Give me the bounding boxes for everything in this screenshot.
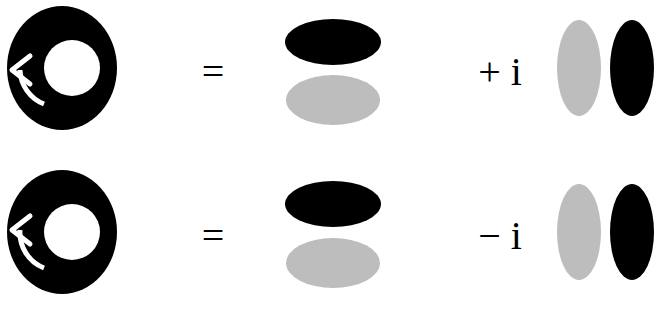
black-lobe: [610, 184, 654, 280]
ring-orbital: [7, 170, 117, 294]
grey-lobe: [286, 238, 380, 288]
coefficient-term: − i: [478, 216, 522, 256]
grey-lobe: [557, 20, 601, 116]
coefficient-term: + i: [478, 52, 522, 92]
ring-orbital: [7, 6, 117, 130]
grey-lobe: [286, 75, 380, 125]
equals-sign: =: [202, 52, 225, 92]
grey-lobe: [557, 184, 601, 280]
black-lobe: [285, 181, 381, 227]
black-lobe: [285, 19, 381, 65]
equals-sign: =: [202, 216, 225, 256]
black-lobe: [610, 20, 654, 116]
